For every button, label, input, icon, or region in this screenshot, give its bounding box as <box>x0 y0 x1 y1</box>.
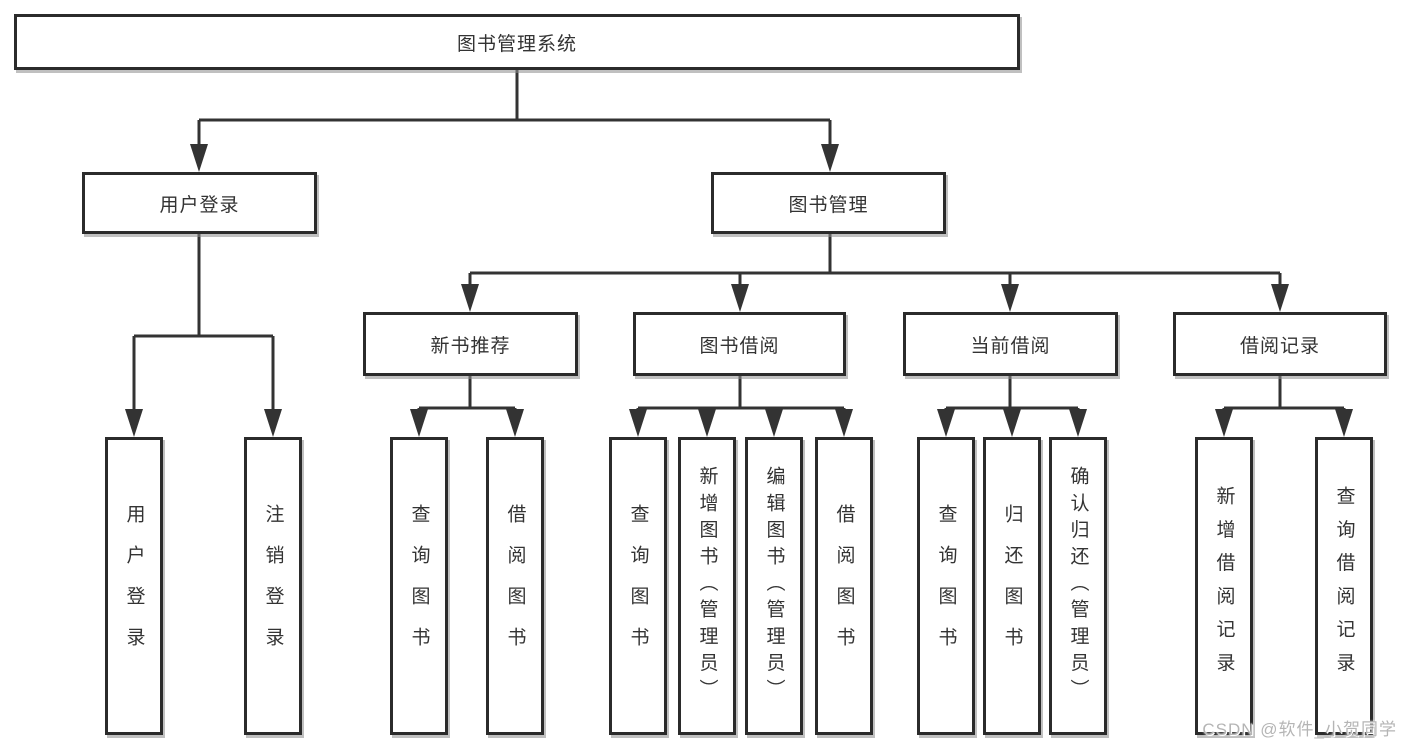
node-label: 新书推荐 <box>430 335 511 357</box>
leaf-record-add: 新增借阅记录 <box>1195 437 1253 735</box>
leaf-borrow-query-books: 查询图书 <box>609 437 667 735</box>
node-label: 用户登录 <box>123 504 145 668</box>
node-label: 图书管理系统 <box>456 33 577 55</box>
leaf-borrow-borrow-books: 借阅图书 <box>815 437 873 735</box>
node-label: 查询借阅记录 <box>1333 486 1355 686</box>
node-label: 借阅图书 <box>833 504 855 668</box>
node-label: 当前借阅 <box>970 335 1051 357</box>
node-label: 编辑图书（管理员） <box>763 466 785 706</box>
node-new-book-recommend: 新书推荐 <box>363 312 578 376</box>
node-current-borrow: 当前借阅 <box>903 312 1118 376</box>
leaf-record-query: 查询借阅记录 <box>1315 437 1373 735</box>
leaf-recommend-query-books: 查询图书 <box>390 437 448 735</box>
node-user-login: 用户登录 <box>82 172 317 234</box>
node-label: 借阅图书 <box>504 504 526 668</box>
node-label: 新增借阅记录 <box>1213 486 1235 686</box>
leaf-logout: 注销登录 <box>244 437 302 735</box>
node-label: 查询图书 <box>627 504 649 668</box>
leaf-borrow-add-books-admin: 新增图书（管理员） <box>678 437 736 735</box>
node-label: 用户登录 <box>159 194 240 216</box>
node-label: 新增图书（管理员） <box>696 466 718 706</box>
node-label: 确认归还（管理员） <box>1067 466 1089 706</box>
node-label: 借阅记录 <box>1239 335 1320 357</box>
node-label: 查询图书 <box>408 504 430 668</box>
leaf-recommend-borrow-books: 借阅图书 <box>486 437 544 735</box>
leaf-current-return-books: 归还图书 <box>983 437 1041 735</box>
node-label: 图书借阅 <box>699 335 780 357</box>
node-library-system: 图书管理系统 <box>14 14 1020 70</box>
leaf-current-confirm-return-admin: 确认归还（管理员） <box>1049 437 1107 735</box>
leaf-borrow-edit-books-admin: 编辑图书（管理员） <box>745 437 803 735</box>
node-borrow-record: 借阅记录 <box>1173 312 1387 376</box>
leaf-current-query-books: 查询图书 <box>917 437 975 735</box>
node-book-borrow: 图书借阅 <box>633 312 846 376</box>
node-book-management: 图书管理 <box>711 172 946 234</box>
node-label: 注销登录 <box>262 504 284 668</box>
node-label: 查询图书 <box>935 504 957 668</box>
csdn-watermark: CSDN @软件_小贺同学 <box>1202 720 1397 739</box>
leaf-user-login: 用户登录 <box>105 437 163 735</box>
node-label: 图书管理 <box>788 194 869 216</box>
node-label: 归还图书 <box>1001 504 1023 668</box>
